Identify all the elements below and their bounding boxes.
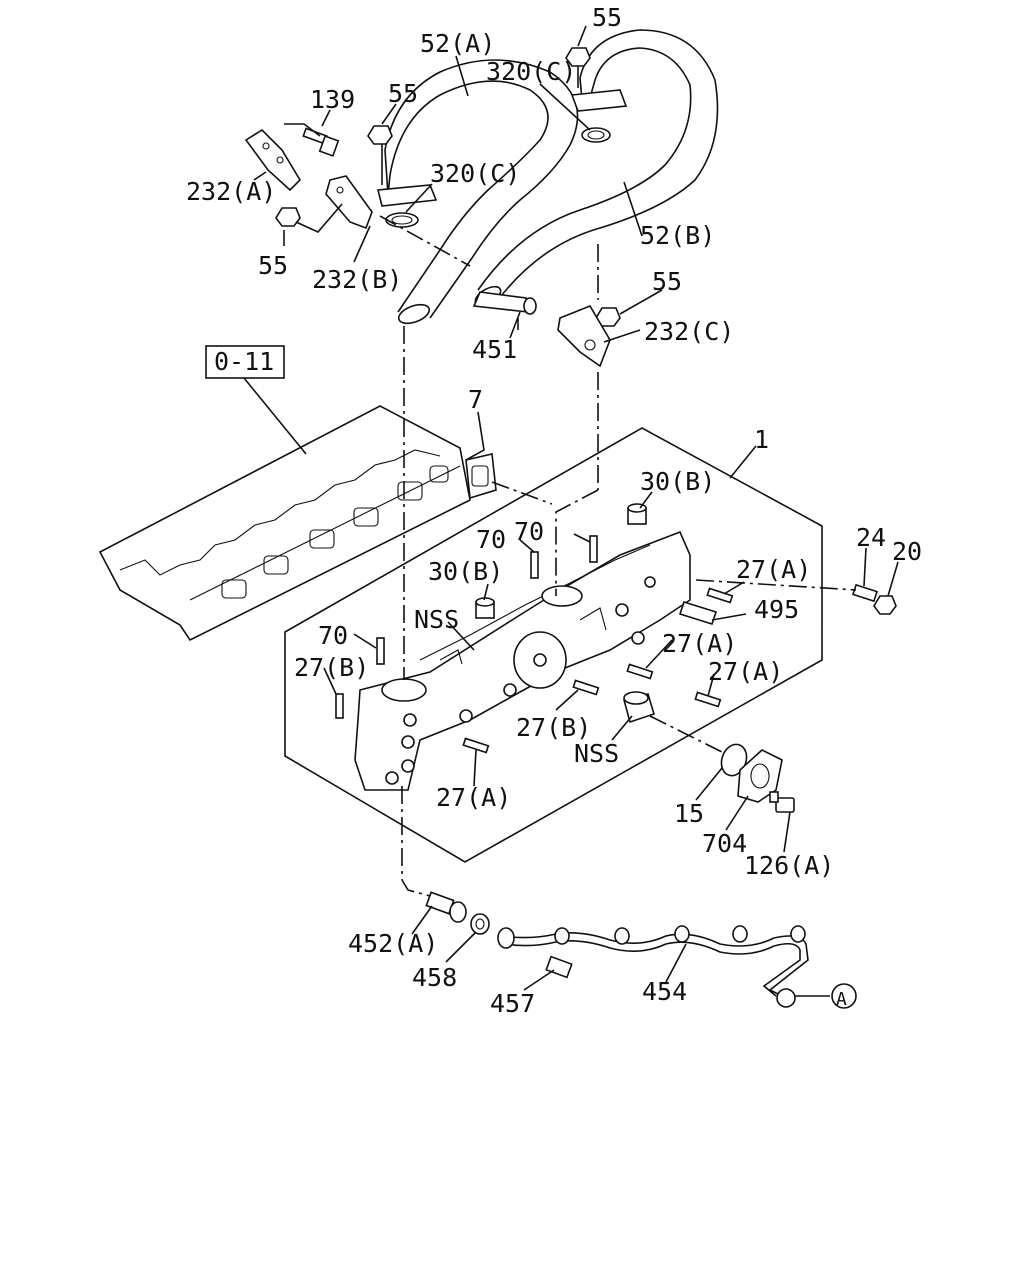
- stud-27a-4: [462, 737, 490, 754]
- label-70-a: 70: [476, 525, 506, 554]
- label-70-c: 70: [318, 621, 348, 650]
- reference-circle-a: [831, 983, 857, 1009]
- label-52a: 52(A): [420, 29, 495, 58]
- label-27a-2: 27(A): [662, 629, 737, 658]
- stud-70-a: [530, 551, 539, 579]
- gasket-7: [465, 453, 497, 500]
- bolt-126a: [769, 791, 795, 813]
- label-0-11: 0-11: [214, 347, 274, 376]
- stud-70-b: [589, 535, 598, 563]
- label-24: 24: [856, 523, 886, 552]
- stud-24: [851, 583, 879, 603]
- label-7: 7: [468, 385, 483, 414]
- label-320c-mid: 320(C): [430, 159, 520, 188]
- label-126a: 126(A): [744, 851, 834, 880]
- label-704: 704: [702, 829, 747, 858]
- o-ring-15: [720, 743, 748, 777]
- label-27b-left: 27(B): [294, 653, 369, 682]
- part-labels: 52(A) 55 320(C) 139 55 320(C) 232(A) 55 …: [186, 3, 922, 1018]
- label-55-a: 55: [388, 79, 418, 108]
- pipe-454: [497, 925, 809, 1008]
- label-1: 1: [754, 425, 769, 454]
- washer-458: [470, 913, 490, 935]
- label-320c-top: 320(C): [486, 57, 576, 86]
- label-20: 20: [892, 537, 922, 566]
- stud-27a-2: [626, 663, 654, 680]
- label-27b-mid: 27(B): [516, 713, 591, 742]
- manifold-assembly-outline: [284, 427, 823, 863]
- label-458: 458: [412, 963, 457, 992]
- sleeve-495: [678, 601, 718, 625]
- bolt-139: [302, 127, 340, 157]
- label-139: 139: [310, 85, 355, 114]
- centerlines: [379, 215, 857, 897]
- label-15: 15: [674, 799, 704, 828]
- label-232c: 232(C): [644, 317, 734, 346]
- label-232b: 232(B): [312, 265, 402, 294]
- stud-70-c: [376, 637, 385, 665]
- connector-452a: [425, 891, 467, 923]
- label-27a-1: 27(A): [736, 555, 811, 584]
- pipe-flange-left: [376, 184, 438, 228]
- bolt-457: [545, 955, 573, 979]
- label-70-b: 70: [514, 517, 544, 546]
- label-nss-bottom: NSS: [574, 739, 619, 768]
- label-232a: 232(A): [186, 177, 276, 206]
- cylinder-head-0-11: [98, 405, 471, 642]
- label-a: A: [836, 989, 847, 1010]
- label-454: 454: [642, 977, 687, 1006]
- label-55-top: 55: [592, 3, 622, 32]
- stud-27a-1: [706, 587, 734, 604]
- label-495: 495: [754, 595, 799, 624]
- reference-box-0-11: [205, 345, 285, 379]
- stud-27b-mid: [572, 679, 600, 696]
- stud-27b-left: [335, 693, 344, 719]
- label-55-c: 55: [652, 267, 682, 296]
- sleeve-451: [472, 291, 537, 315]
- label-30b-right: 30(B): [640, 467, 715, 496]
- label-451: 451: [472, 335, 517, 364]
- plug-30b-left: [475, 597, 495, 619]
- stud-27a-3: [694, 691, 722, 708]
- nut-20: [873, 595, 897, 615]
- label-457: 457: [490, 989, 535, 1018]
- nut-55-top: [565, 47, 591, 88]
- label-27a-4: 27(A): [436, 783, 511, 812]
- nut-55-b: [275, 207, 301, 227]
- label-52b: 52(B): [640, 221, 715, 250]
- nut-55-a: [367, 125, 393, 185]
- leader-lines: [243, 25, 899, 997]
- label-452a: 452(A): [348, 929, 438, 958]
- exhaust-manifold-1: [354, 530, 691, 791]
- plug-30b-right: [627, 503, 647, 525]
- pipe-flange-right: [570, 89, 628, 143]
- label-30b-left: 30(B): [428, 557, 503, 586]
- label-27a-3: 27(A): [708, 657, 783, 686]
- bracket-232b: [325, 175, 373, 230]
- cover-plate-704: [737, 749, 783, 803]
- bracket-232a: [244, 128, 302, 192]
- exhaust-pipe-52a: [384, 59, 579, 325]
- bush-nss: [623, 691, 655, 724]
- label-55-b: 55: [258, 251, 288, 280]
- bracket-232c: [557, 305, 611, 368]
- label-nss-top: NSS: [414, 605, 459, 634]
